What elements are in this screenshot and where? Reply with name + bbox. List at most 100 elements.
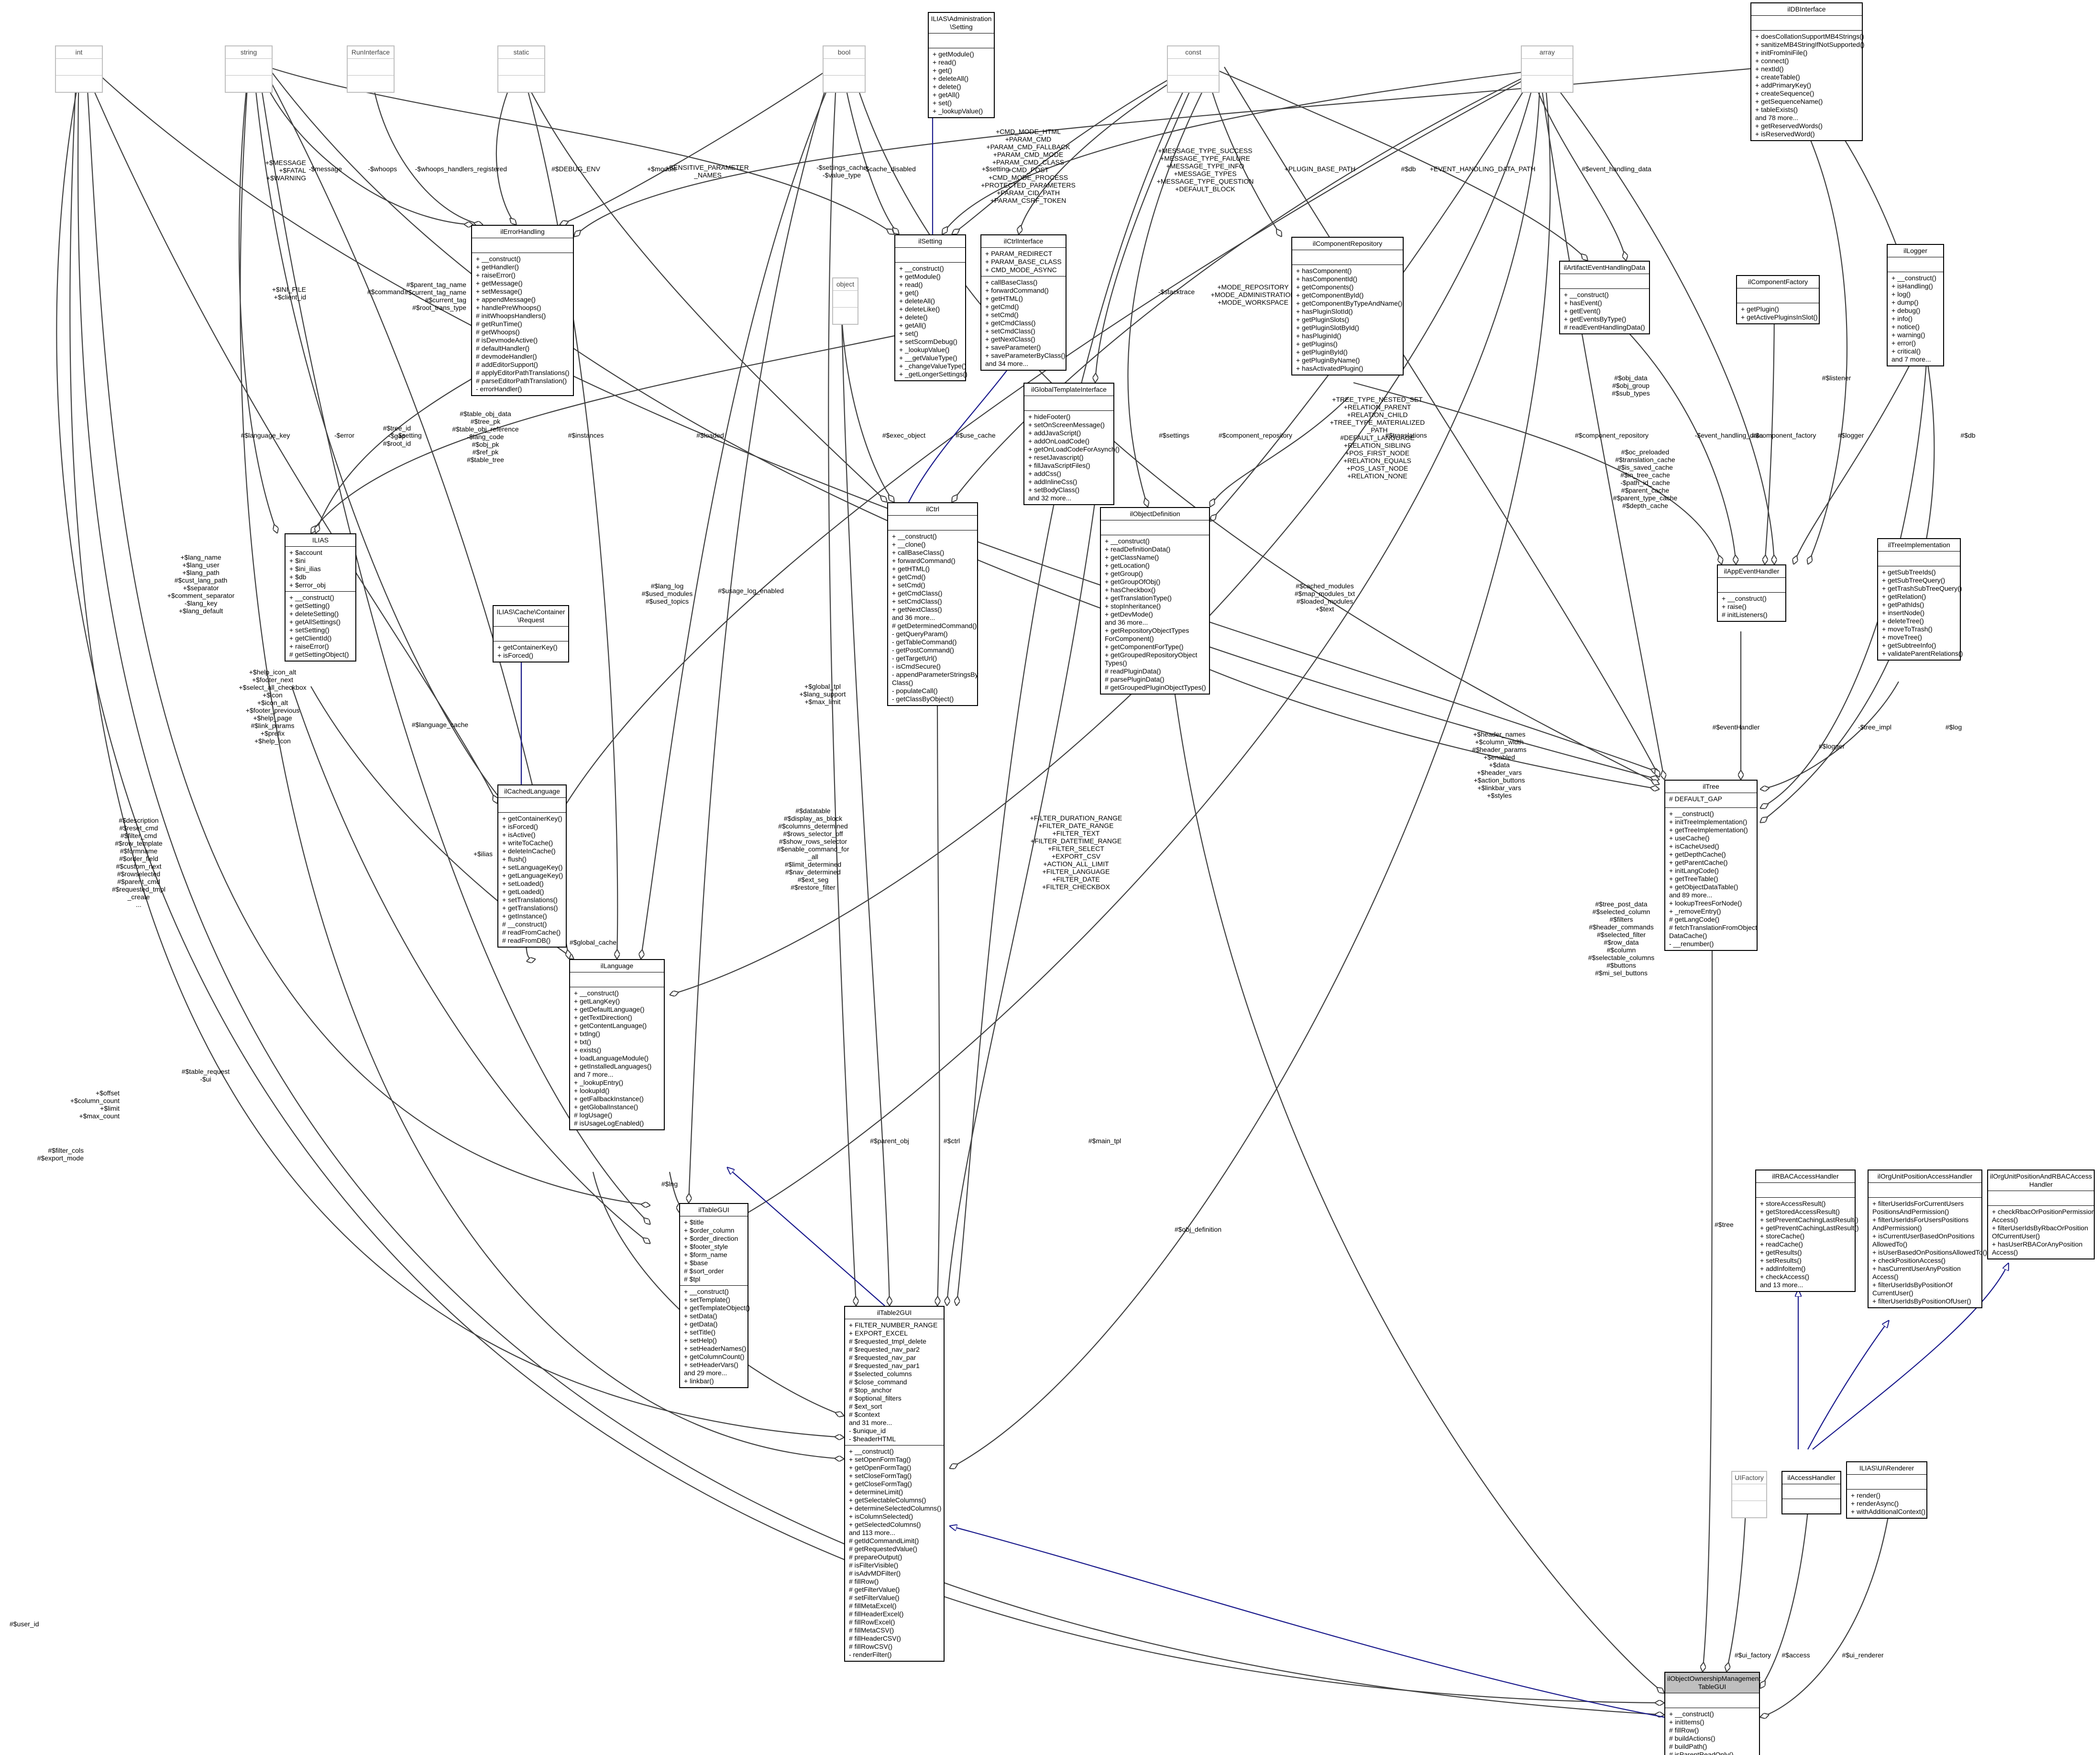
class-runinterface[interactable]: RunInterface [347,45,395,93]
class-ilias[interactable]: ILIAS+ $account+ $ini+ $ini_ilias+ $db+ … [285,533,356,662]
operation: + getPathIds() [1882,601,1924,608]
operation: and 13 more... [1760,1281,1803,1289]
class-name: ilOrgUnitPositionAccessHandler [1869,1170,1981,1183]
operation: + setOnScreenMessage() [1028,421,1105,429]
operation: and 89 more... [1669,891,1713,899]
operation: + flush() [502,855,527,863]
class-componentfactory[interactable]: ilComponentFactory+ getPlugin()+ getActi… [1736,275,1820,324]
class-rbacaccesshandler[interactable]: ilRBACAccessHandler+ storeAccessResult()… [1755,1170,1859,1292]
operation: + renderAsync() [1851,1500,1899,1507]
operation: + setResults() [1760,1257,1802,1264]
class-int[interactable]: int [55,45,103,93]
class-operations: + __construct()+ setOpenFormTag()+ getOp… [845,1446,944,1661]
operation: and 78 more... [1755,114,1799,121]
class-static[interactable]: static [497,45,545,93]
edge-const-ctrlinterface [1019,66,1196,234]
class-ctrl[interactable]: ilCtrl+ __construct()+ __clone()+ callBa… [887,502,979,706]
operation: + getPluginByName() [1296,356,1360,364]
class-attributes [1101,520,1209,535]
operation: + debug() [1891,307,1921,314]
operation: + hasCheckbox() [1105,586,1156,594]
operation: + getContainerKey() [497,643,558,651]
attribute: + EXPORT_EXCEL [849,1329,908,1337]
class-treeimplementation[interactable]: ilTreeImplementation+ getSubTreeIds()+ g… [1877,538,1963,661]
edge-componentrepository-objectdefinition [1210,397,1349,507]
operation: + setCloseFormTag() [849,1472,912,1479]
class-errorhandling[interactable]: ilErrorHandling+ __construct()+ getHandl… [471,225,574,396]
attribute: + PARAM_BASE_CLASS [985,258,1062,265]
class-accesshandler[interactable]: ilAccessHandler [1781,1471,1841,1514]
edge-int-cachedlanguage [83,66,497,804]
edge-label-sens: -SENSITIVE_PARAMETER_NAMES [667,164,749,179]
class-globaltemplateinterface[interactable]: ilGlobalTemplateInterface+ hideFooter()+… [1023,383,1120,505]
operation: + getComponentForType() [1105,643,1184,651]
class-name: array [1522,46,1572,59]
operation: + filterUserIdsForUsersPositions AndPerm… [1872,1216,1969,1232]
edge-label-description: #$description#$reset_cmd#$filter_cmd#$ro… [112,817,165,908]
class-name: static [498,46,544,59]
class-bool[interactable]: bool [823,45,866,93]
class-ctrlinterface[interactable]: ilCtrlInterface+ PARAM_REDIRECT+ PARAM_B… [980,234,1066,371]
edge-const-componentrepository [1204,66,1282,237]
operation: + getLoaded() [502,888,544,895]
class-setting[interactable]: ilSetting+ __construct()+ getModule()+ r… [894,234,968,381]
class-string[interactable]: string [225,45,273,93]
class-language[interactable]: ilLanguage+ __construct()+ getLangKey()+… [569,959,665,1130]
operation: + getGlobalInstance() [574,1103,638,1111]
edge-label-tree-id: #$tree_id-$gap#$root_id [383,424,411,447]
operation: + writeToCache() [502,839,553,847]
class-name: ilComponentRepository [1292,238,1403,250]
class-objectdefinition[interactable]: ilObjectDefinition+ __construct()+ readD… [1100,507,1210,695]
class-attributes [1782,1484,1840,1499]
operation: + isCurrentUserBasedOnPositions AllowedT… [1872,1232,1975,1248]
edge-array-tablegui [727,76,1541,1225]
class-administration-setting[interactable]: ILIAS\Administration \Setting+ getModule… [928,12,995,118]
class-table2gui[interactable]: ilTable2GUI+ FILTER_NUMBER_RANGE+ EXPORT… [844,1306,945,1662]
class-tablegui[interactable]: ilTableGUI+ $title+ $order_column+ $orde… [679,1203,750,1388]
operation: + stopInheritance() [1105,602,1161,610]
class-tree[interactable]: ilTree# DEFAULT_GAP+ __construct()+ init… [1664,780,1758,951]
class-componentrepository[interactable]: ilComponentRepository+ hasComponent()+ h… [1291,237,1404,375]
operation: + getPluginSlotById() [1296,324,1359,331]
operation: + setBodyClass() [1028,486,1079,494]
class-appeventhandler[interactable]: ilAppEventHandler+ __construct()+ raise(… [1717,564,1786,622]
operation: + initFromIniFile() [1755,49,1808,56]
class-operations: + __construct()+ initItems()# fillRow()#… [1665,1708,1759,1755]
class-uifactory[interactable]: UIFactory [1731,1471,1767,1518]
operation: + createSequence() [1755,89,1814,97]
edge-label-mode-repo: +MODE_REPOSITORY+MODE_ADMINISTRATION+MOD… [1211,283,1296,306]
class-artifacteventhandlingdata[interactable]: ilArtifactEventHandlingData+ __construct… [1559,261,1650,334]
class-name: ilAccessHandler [1782,1472,1840,1484]
operation: + notice() [1891,323,1920,331]
class-const[interactable]: const [1167,45,1220,93]
operation: + setOpenFormTag() [849,1456,911,1463]
edge-label-loaded: #$loaded [696,431,724,439]
edge-label-tree-impl: -$tree_impl [1858,723,1891,731]
operation: + resetJavascript() [1028,453,1084,461]
edge-componentfactory-appeventhandler [1765,296,1775,564]
class-operations: + __construct()+ getHandler()+ raiseErro… [472,253,573,395]
operation: + raiseError() [289,642,329,650]
class-operations: + getContainerKey()+ isForced()+ isActiv… [498,813,566,947]
class-objectownershipmanagementtablegui[interactable]: ilObjectOwnershipManagement TableGUI+ __… [1664,1672,1760,1755]
operation: + callBaseClass() [892,549,945,556]
class-logger[interactable]: ilLogger+ __construct()+ isHandling()+ l… [1887,244,1944,366]
class-orgunitpositionaccesshandler[interactable]: ilOrgUnitPositionAccessHandler + filterUs… [1868,1170,1987,1308]
class-dbinterface[interactable]: ilDBInterface+ doesCollationSupportMB4St… [1750,2,1864,141]
class-operations: + __construct()+ raise()# initListeners(… [1718,593,1785,621]
class-attributes [1988,1191,2094,1206]
class-array[interactable]: array [1521,45,1573,93]
class-object[interactable]: object [832,277,858,325]
attribute: # $ext_sort [849,1402,882,1410]
operation: + determineLimit() [849,1488,903,1496]
class-cache-container-request[interactable]: ILIAS\Cache\Container \Request+ getConta… [493,605,569,662]
operation: + setSetting() [289,626,330,634]
operation: + setCmdClass() [892,597,942,605]
operation: + checkRbacOrPositionPermission Access() [1992,1208,2095,1224]
class-ui-renderer[interactable]: ILIAS\UI\Renderer+ render()+ renderAsync… [1846,1461,1927,1519]
operation: + getParentCache() [1669,859,1728,866]
class-orgunitpositionandrbacaccesshandler[interactable]: ilOrgUnitPositionAndRBACAccess Handler+ … [1987,1170,2095,1259]
operation: # defaultHandler() [476,344,530,352]
class-operations: + __construct()+ setTemplate()+ getTempl… [680,1286,750,1387]
class-cachedlanguage[interactable]: ilCachedLanguage+ getContainerKey()+ isF… [497,784,567,948]
